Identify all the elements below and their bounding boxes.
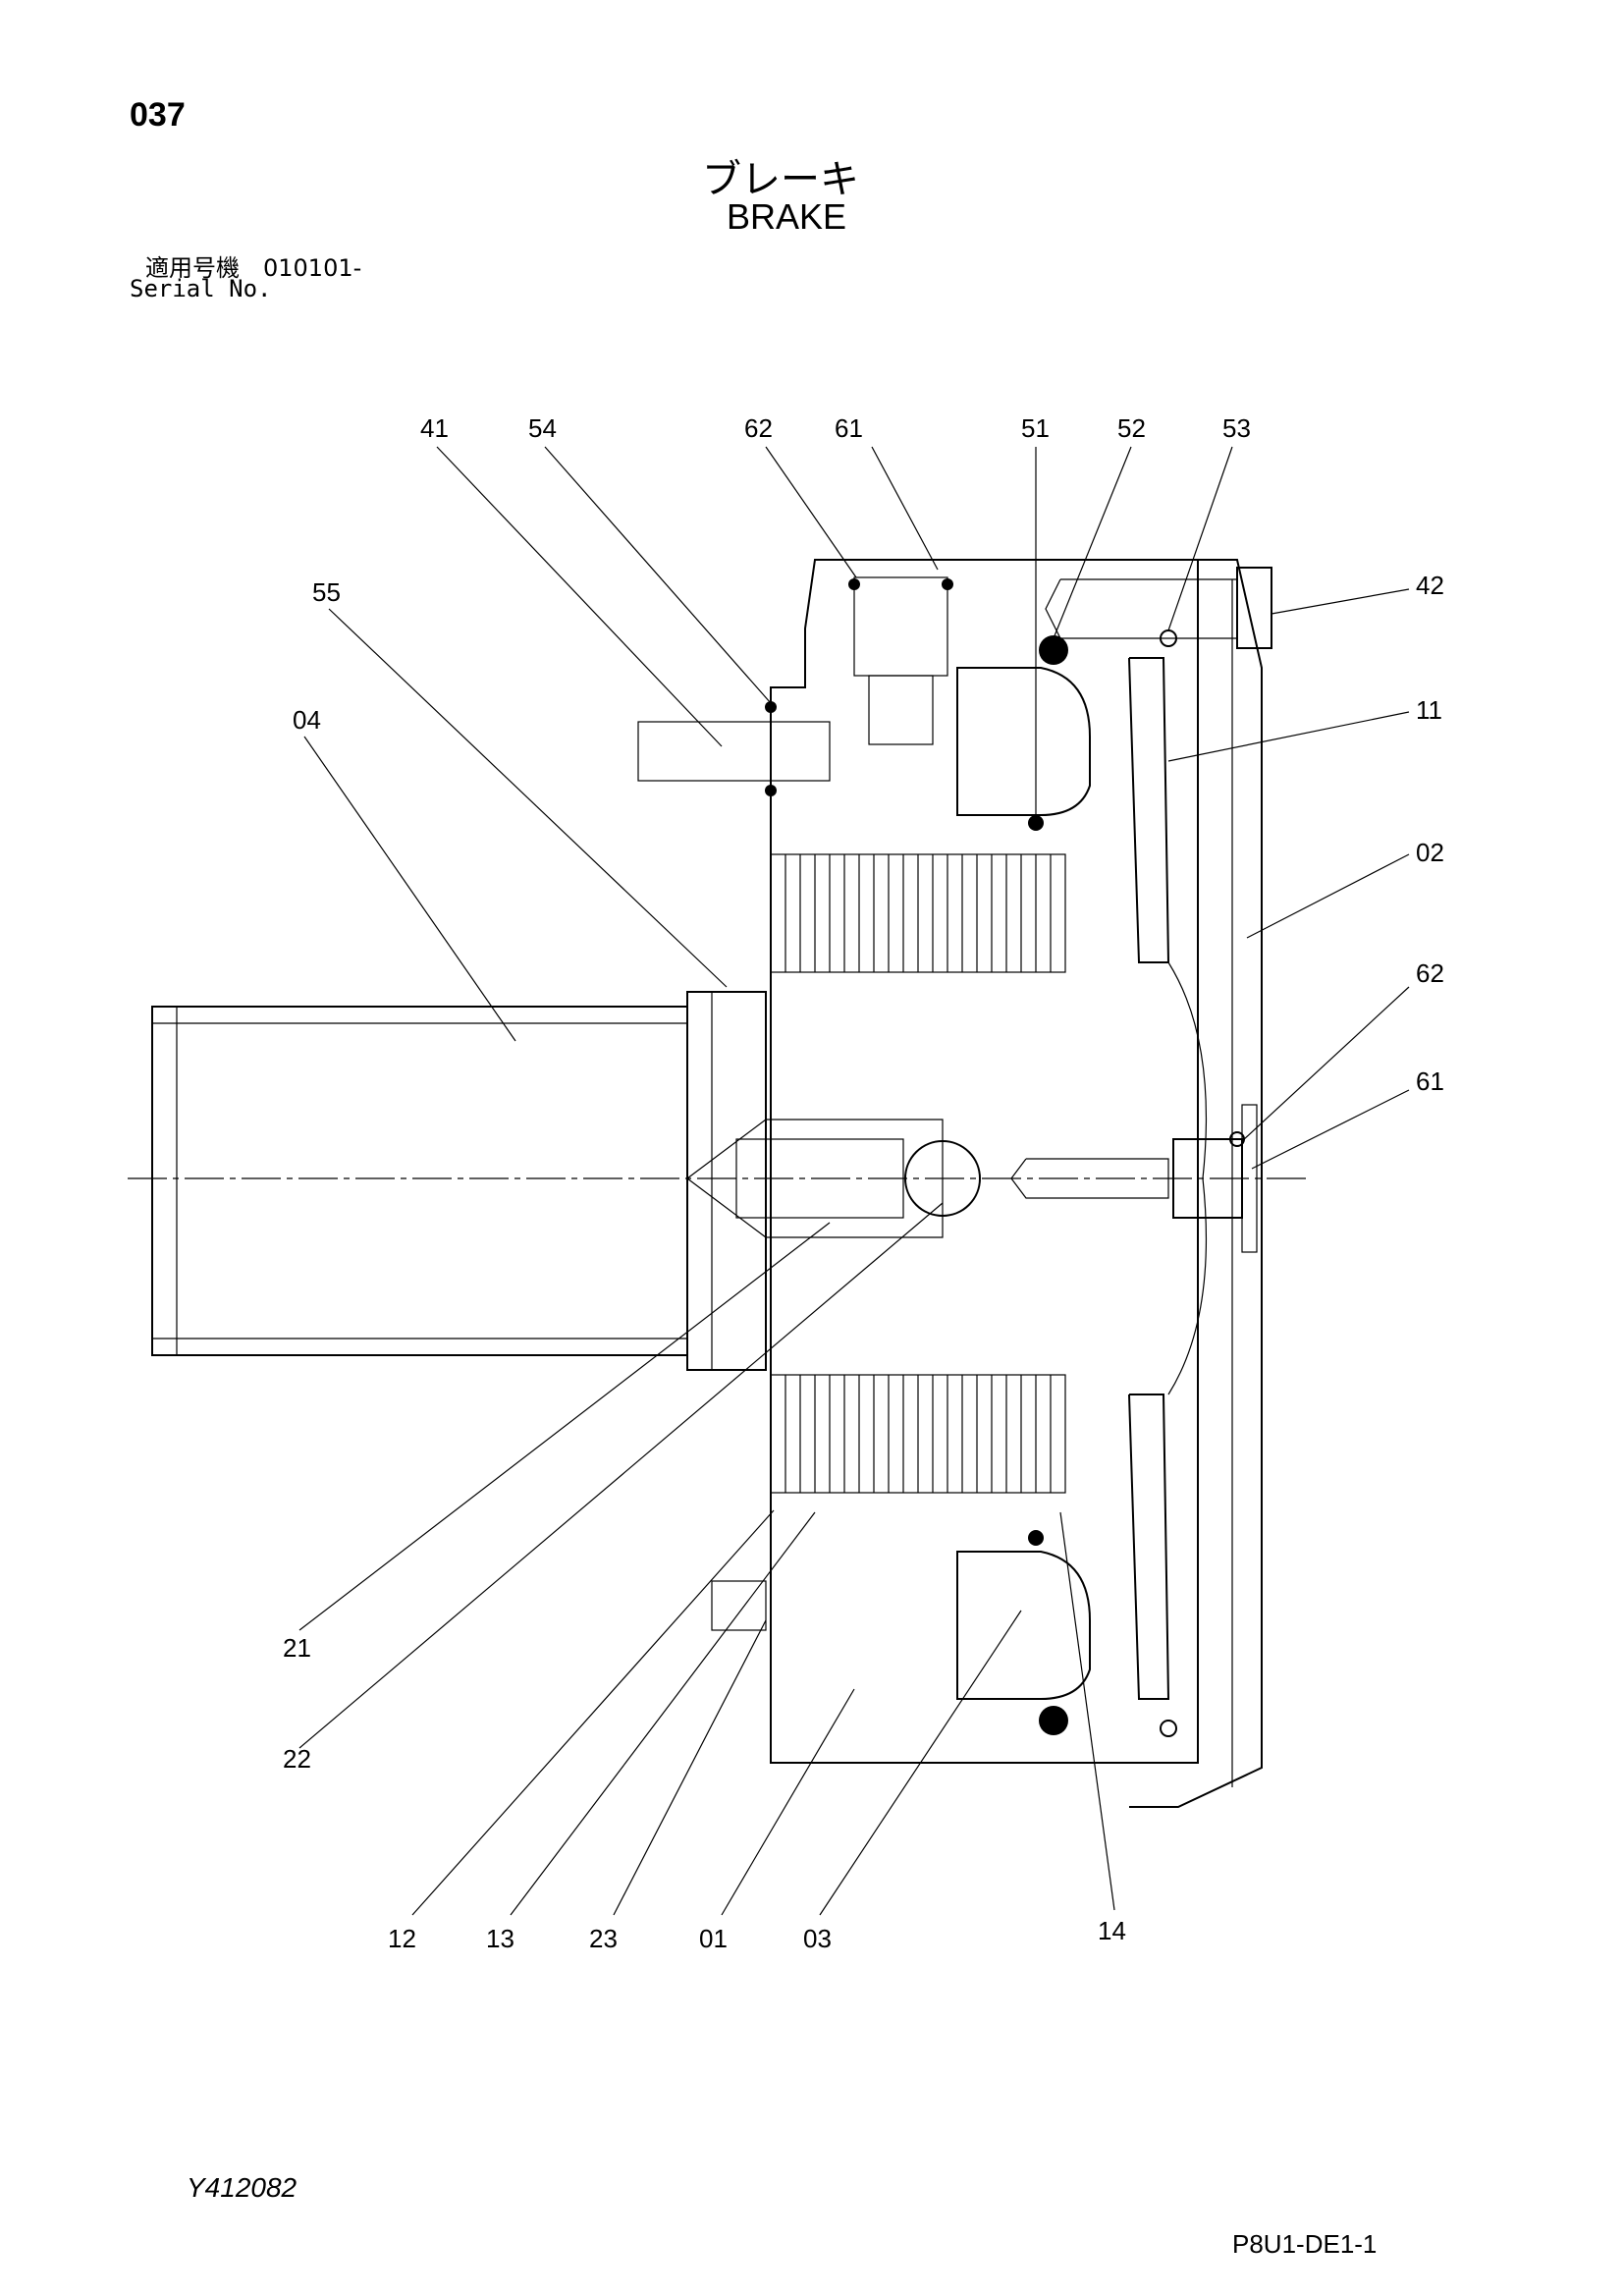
callout-03: 03	[803, 1924, 832, 1953]
o-rings	[765, 578, 1245, 1737]
leader-lines	[298, 446, 1410, 1916]
upper-fasteners	[637, 567, 1272, 1631]
callout-22: 22	[283, 1744, 311, 1774]
callout-61-top: 61	[835, 413, 863, 443]
callout-02: 02	[1416, 838, 1444, 867]
callout-23: 23	[589, 1924, 618, 1953]
shaft-part-04	[151, 991, 944, 1371]
friction-plate-stack	[770, 853, 1066, 1494]
callout-54: 54	[528, 413, 557, 443]
page-number: 037	[130, 96, 186, 134]
pin-part-23	[711, 1580, 767, 1631]
serial-number-label: Serial No.	[130, 275, 272, 302]
callout-55: 55	[312, 577, 341, 607]
center-ball-part-22	[904, 1140, 981, 1217]
sheet-code: P8U1-DE1-1	[1232, 2229, 1378, 2259]
title-japanese: ブレーキ	[702, 157, 859, 202]
callout-13: 13	[486, 1924, 514, 1953]
housing-part-01	[770, 559, 1199, 1764]
callout-62-right: 62	[1416, 958, 1444, 988]
callout-41: 41	[420, 413, 449, 443]
callout-42: 42	[1416, 571, 1444, 600]
pin-part-41	[637, 721, 831, 782]
title-english: BRAKE	[727, 196, 847, 237]
callout-12: 12	[388, 1924, 416, 1953]
serial-range-japanese: 適用号機 010101-	[145, 254, 362, 282]
callout-51: 51	[1021, 413, 1050, 443]
callout-53: 53	[1222, 413, 1251, 443]
piston-part-03	[956, 667, 1091, 1700]
center-pin-parts	[735, 1104, 1258, 1253]
cover-part-02	[1129, 559, 1263, 1808]
callout-11: 11	[1416, 695, 1442, 725]
callout-01: 01	[699, 1924, 728, 1953]
spring-part-11	[1128, 657, 1208, 1700]
callout-62-top: 62	[744, 413, 773, 443]
callout-61-right: 61	[1416, 1066, 1444, 1096]
callout-14: 14	[1098, 1916, 1126, 1945]
drawing-code: Y412082	[187, 2172, 298, 2203]
callout-21: 21	[283, 1633, 311, 1663]
callout-52: 52	[1117, 413, 1146, 443]
callout-04: 04	[293, 705, 321, 735]
